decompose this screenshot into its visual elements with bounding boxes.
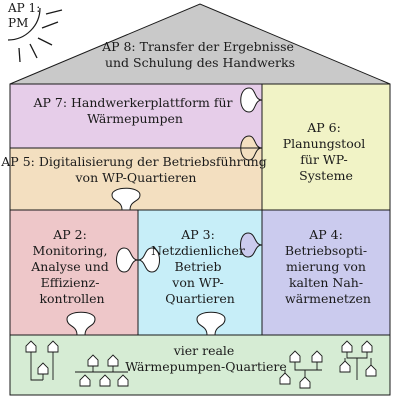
- sun-label: AP 1: PM: [7, 1, 44, 30]
- house-icon: [117, 374, 129, 387]
- house-icon: [99, 374, 111, 387]
- house-icon: [37, 362, 49, 375]
- ap5-label: AP 5: Digitalisierung der Betriebsführun…: [0, 154, 270, 185]
- house-icon: [279, 372, 291, 385]
- foundation-quarters: [9, 334, 391, 396]
- sun-rays: [18, 9, 63, 63]
- ap7-label: AP 7: Handwerkerplattform für Wärmepumpe…: [32, 95, 236, 126]
- ap2-label: AP 2: Monitoring, Analyse und Effizienz-…: [30, 227, 112, 306]
- house-icon: [79, 374, 91, 387]
- ap6-label: AP 6: Planungstool für WP- Systeme: [283, 120, 370, 183]
- puzzle-piece-ap4: [240, 209, 391, 336]
- house-icon: [87, 354, 99, 367]
- foundation-label: vier reale Wärmepumpen-Quartiere: [125, 343, 287, 374]
- house-icons-right: [279, 340, 377, 389]
- sun-symbol: AP 1: PM: [7, 1, 63, 63]
- house-icons-left: [25, 340, 129, 387]
- house-icon: [365, 364, 377, 377]
- house-icon: [311, 350, 323, 363]
- house-icon: [361, 340, 373, 353]
- house-icon: [107, 354, 119, 367]
- roof-label: AP 8: Transfer der Ergebnisse und Schulu…: [101, 39, 298, 70]
- ap3-label: AP 3: Netzdienlicher Betrieb von WP- Qua…: [151, 227, 249, 306]
- house-icon: [25, 340, 37, 353]
- house-icon: [47, 340, 59, 353]
- house-icon: [289, 350, 301, 363]
- house-icon: [341, 340, 353, 353]
- ap4-label: AP 4: Betriebsopti- mierung von kalten N…: [285, 227, 371, 306]
- sun-arc: [7, 7, 41, 41]
- house-icon: [299, 376, 311, 389]
- house-icon: [339, 360, 351, 373]
- puzzle-piece-ap7: [9, 83, 263, 149]
